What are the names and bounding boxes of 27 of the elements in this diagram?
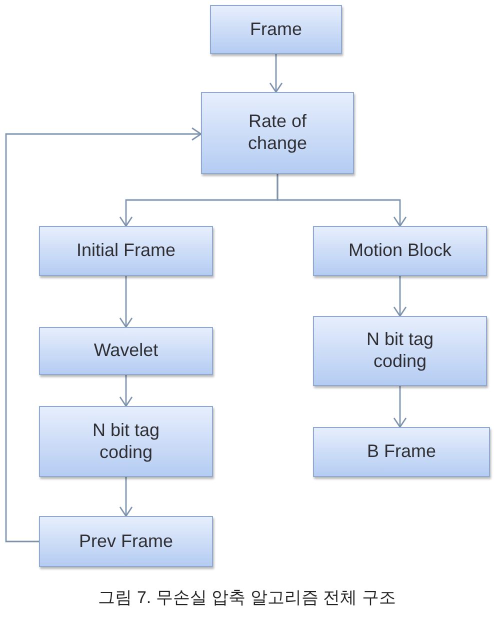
figure-caption: 그림 7. 무손실 압축 알고리즘 전체 구조 — [98, 587, 396, 609]
box-label: Frame — [250, 18, 302, 40]
arrow — [393, 386, 407, 428]
arrow — [119, 477, 133, 517]
arrow — [393, 276, 407, 317]
arrow — [5, 127, 202, 542]
arrow — [276, 174, 407, 227]
process-box — [201, 92, 354, 174]
arrow — [269, 54, 283, 93]
box-label: Initial Frame — [76, 240, 176, 262]
process-box — [39, 516, 213, 567]
process-box — [39, 226, 213, 276]
process-box — [39, 406, 213, 477]
process-box — [313, 427, 490, 477]
box-label: Prev Frame — [78, 530, 174, 552]
process-box — [313, 316, 487, 386]
arrow — [119, 276, 133, 328]
arrow — [119, 375, 133, 407]
process-box — [210, 5, 342, 54]
box-label: Wavelet — [94, 340, 158, 362]
box-label: N bit tag coding — [91, 420, 161, 464]
box-label: Rate of change — [246, 111, 308, 155]
box-label: B Frame — [366, 441, 436, 463]
process-box — [39, 327, 213, 375]
box-label: N bit tag coding — [365, 329, 435, 373]
process-box — [313, 226, 487, 276]
box-label: Motion Block — [348, 240, 452, 262]
